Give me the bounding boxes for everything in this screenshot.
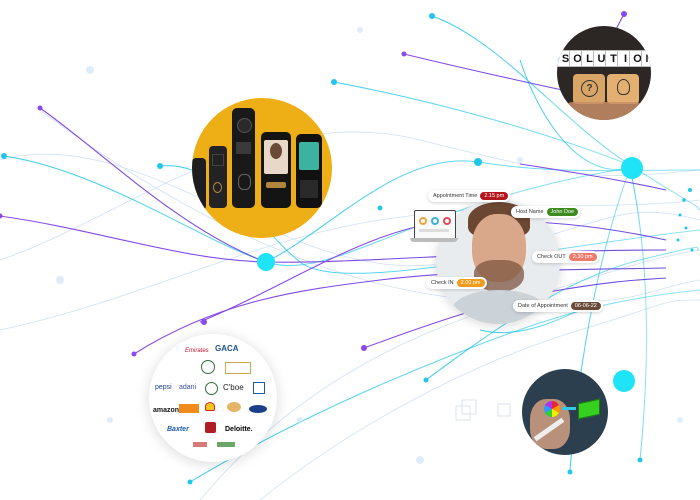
cube-icon xyxy=(578,398,600,420)
logo-adani: adani xyxy=(179,384,197,391)
small-logo-icon xyxy=(217,442,235,447)
visitor-portrait-circle xyxy=(436,200,560,324)
emblem-icon xyxy=(205,382,218,395)
appointment-time-tag: Appointment Time 2.15 pm xyxy=(428,190,511,202)
gold-logo-icon xyxy=(227,402,241,412)
host-name-label: Host Name xyxy=(516,209,544,215)
date-of-appointment-label: Date of Appointment xyxy=(518,303,568,309)
red-emblem-icon xyxy=(205,422,216,433)
solution-letter-tiles: S O L U T I O N xyxy=(557,50,651,68)
logo-amazon: amazon xyxy=(153,407,180,414)
solution-puzzle-circle: S O L U T I O N ? xyxy=(557,26,651,120)
emblem-icon xyxy=(201,360,215,374)
dashboard-laptop xyxy=(410,210,458,246)
logo-emirates: Emirates xyxy=(185,348,209,354)
fingerprint-icon xyxy=(213,182,222,193)
check-in-value: 2.00 pm xyxy=(456,279,485,287)
ib-logo-icon xyxy=(253,382,265,394)
shell-logo-icon xyxy=(205,402,215,411)
appointment-time-value: 2.15 pm xyxy=(480,192,509,200)
solution-letter-tile: N xyxy=(641,50,651,67)
logo-baxter: Baxter xyxy=(167,426,189,433)
appointment-time-label: Appointment Time xyxy=(433,193,478,199)
lightbulb-icon xyxy=(617,79,630,95)
ford-logo-icon xyxy=(249,405,267,413)
small-logo-icon xyxy=(193,442,207,447)
date-of-appointment-value: 06-06-22 xyxy=(570,302,601,310)
hands xyxy=(563,102,645,120)
fingerprint-scanner-device xyxy=(192,158,206,210)
check-out-value: 2.30 pm xyxy=(568,253,597,261)
face-recognition-terminal xyxy=(261,132,291,208)
logo-pepsi: pepsi xyxy=(155,384,172,391)
host-name-tag: Host Name John Doe xyxy=(511,206,581,218)
check-in-tag: Check IN 2.00 pm xyxy=(426,277,487,289)
temperature-terminal-device xyxy=(296,134,322,208)
color-wheel-icon xyxy=(544,401,560,417)
arrow-icon xyxy=(562,407,576,410)
design-pen-circle xyxy=(522,369,608,455)
orange-logo-icon xyxy=(179,404,199,413)
client-logos-circle: Emirates GACA pepsi adani C'boe amazon B… xyxy=(149,334,277,462)
biometric-terminal-device xyxy=(232,108,255,208)
question-icon: ? xyxy=(581,80,598,97)
check-out-label: Check OUT xyxy=(537,254,566,260)
check-in-label: Check IN xyxy=(431,280,454,286)
access-reader-device xyxy=(209,146,227,208)
badge-icon xyxy=(225,362,251,374)
check-out-tag: Check OUT 2.30 pm xyxy=(532,251,599,263)
logo-gaca: GACA xyxy=(215,344,239,353)
logo-deloitte: Deloitte. xyxy=(225,426,253,433)
host-name-value: John Doe xyxy=(546,208,579,216)
date-of-appointment-tag: Date of Appointment 06-06-22 xyxy=(513,300,603,312)
puzzle-piece-right xyxy=(607,74,639,104)
logo-cboe: C'boe xyxy=(223,383,244,392)
access-devices-circle xyxy=(192,98,332,238)
puzzle-piece-left: ? xyxy=(573,74,605,104)
